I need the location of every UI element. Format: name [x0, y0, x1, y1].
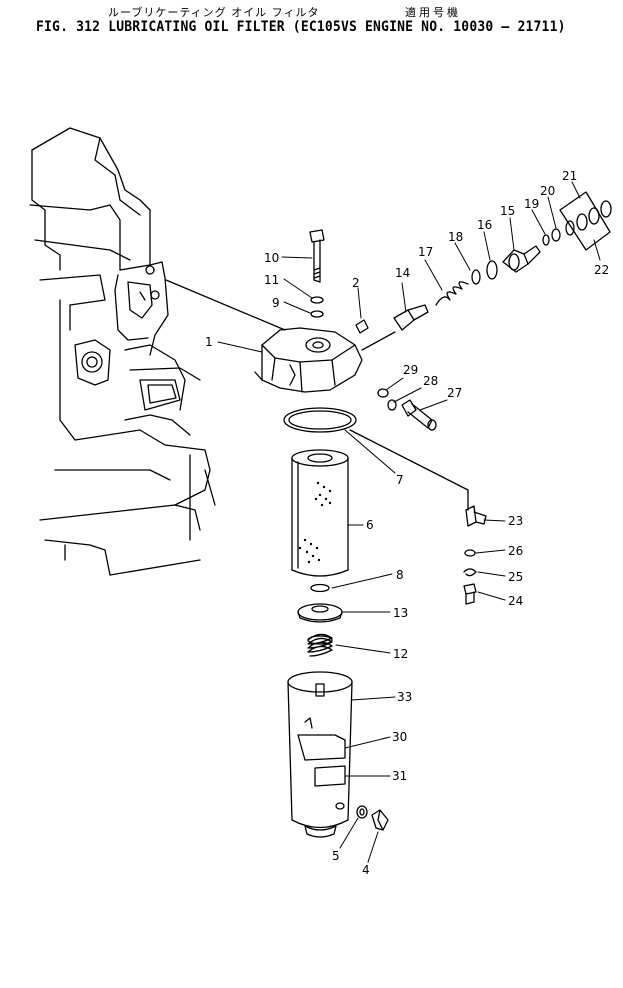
plug — [355, 319, 369, 334]
callout-30: 30 — [392, 730, 407, 744]
callout-14: 14 — [395, 266, 410, 280]
filter-element — [291, 449, 349, 577]
callout-7: 7 — [396, 473, 404, 487]
callout-11: 11 — [264, 273, 279, 287]
callout-10: 10 — [264, 251, 279, 265]
filter-head — [254, 327, 363, 393]
callout-24: 24 — [508, 594, 523, 608]
banjo-bolt — [401, 399, 437, 431]
callout-16: 16 — [477, 218, 492, 232]
relief-valve-body — [393, 304, 429, 331]
callout-13: 13 — [393, 606, 408, 620]
small-o-ring — [310, 583, 330, 593]
callout-19: 19 — [524, 197, 539, 211]
washer-26 — [464, 549, 476, 557]
ring-19 — [542, 234, 550, 246]
callout-22: 22 — [594, 263, 609, 277]
ring-20 — [551, 228, 561, 242]
valve-ring — [471, 269, 481, 285]
mounting-bolt — [309, 229, 325, 318]
callout-labels: 1 2 4 5 6 7 8 9 10 11 12 13 14 15 16 17 … — [205, 169, 609, 877]
callout-31: 31 — [392, 769, 407, 783]
callout-6: 6 — [366, 518, 374, 532]
spring — [307, 633, 333, 657]
japanese-title: ルーブリケーティング オイル フィルタ — [108, 6, 320, 19]
valve-spring — [435, 281, 469, 306]
callout-25: 25 — [508, 570, 523, 584]
washer-28 — [387, 399, 397, 411]
callout-27: 27 — [447, 386, 462, 400]
washer-29 — [377, 388, 389, 398]
callout-21: 21 — [562, 169, 577, 183]
callout-17: 17 — [418, 245, 433, 259]
callout-26: 26 — [508, 544, 523, 558]
callout-12: 12 — [393, 647, 408, 661]
spring-seat — [297, 603, 343, 623]
callout-9: 9 — [272, 296, 280, 310]
engine-block-outline — [29, 127, 216, 576]
callout-15: 15 — [500, 204, 515, 218]
callout-5: 5 — [332, 849, 340, 863]
filter-case — [287, 671, 353, 838]
bracket — [465, 505, 487, 527]
callout-33: 33 — [397, 690, 412, 704]
valve-plug — [502, 245, 541, 273]
header: ルーブリケーティング オイル フィルタ 適用号機 FIG. 312 LUBRIC… — [0, 0, 623, 40]
applicability-label: 適用号機 — [405, 6, 461, 19]
figure-title: FIG. 312 LUBRICATING OIL FILTER (EC105VS… — [36, 19, 566, 35]
lock-washer-25 — [463, 568, 477, 577]
mount-leader-line — [165, 279, 286, 331]
callout-2: 2 — [352, 276, 360, 290]
washer-set — [559, 191, 612, 251]
bolt-24 — [463, 583, 477, 605]
o-ring — [283, 407, 357, 433]
callout-23: 23 — [508, 514, 523, 528]
callout-18: 18 — [448, 230, 463, 244]
callout-1: 1 — [205, 335, 213, 349]
callout-20: 20 — [540, 184, 555, 198]
callout-8: 8 — [396, 568, 404, 582]
leader-lines — [217, 181, 601, 863]
callout-28: 28 — [423, 374, 438, 388]
callout-29: 29 — [403, 363, 418, 377]
valve-o-ring — [486, 260, 498, 280]
callout-4: 4 — [362, 863, 370, 877]
drain-plug-assembly — [356, 805, 389, 831]
